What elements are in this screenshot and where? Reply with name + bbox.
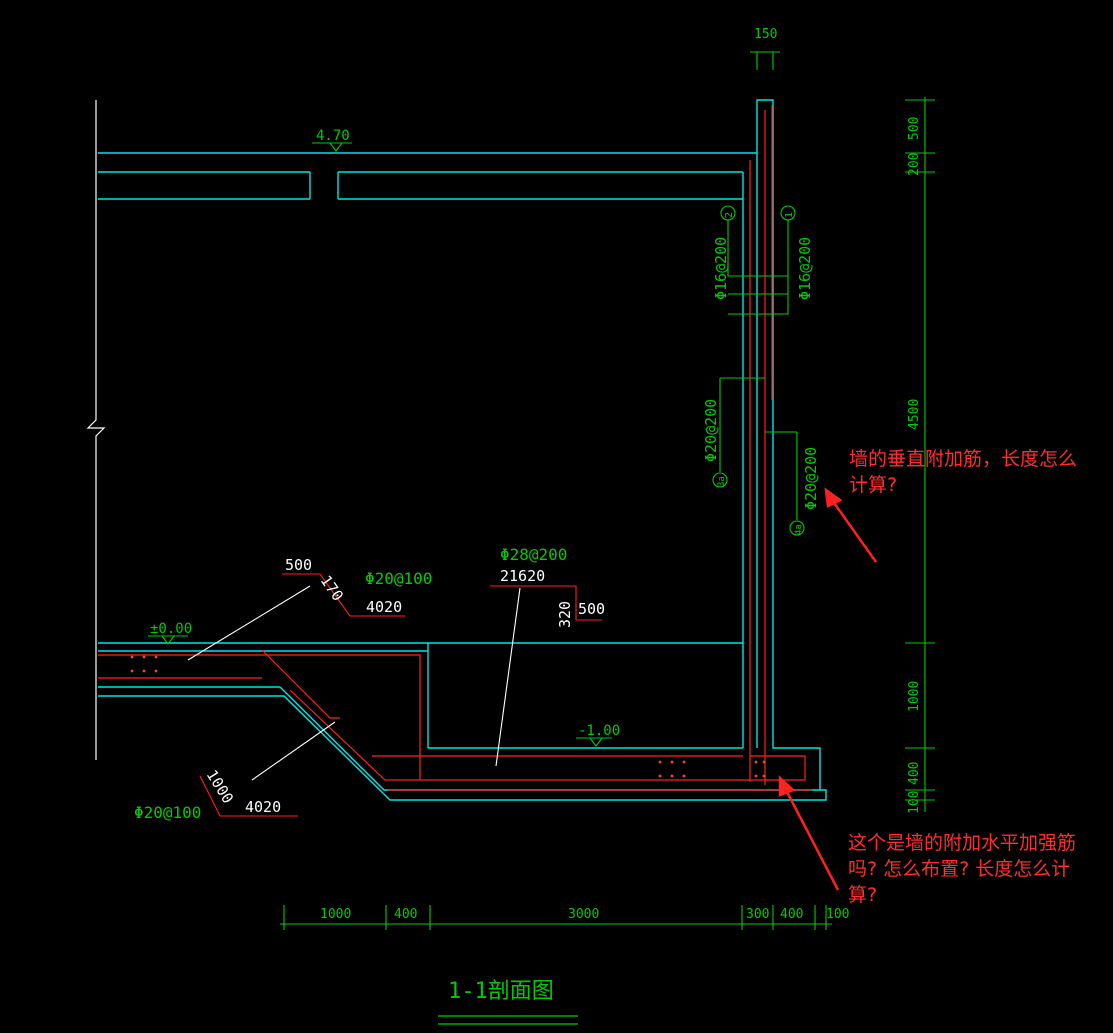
note-vertical-line-2: 计算?: [849, 474, 898, 496]
rebar-mark-4a: 4a: [794, 524, 804, 535]
rebar-lines: [98, 105, 812, 791]
floor-hook-b: 500: [578, 600, 605, 618]
rebar-wall-2: Φ16@200: [712, 237, 730, 300]
note-horizontal-line-3: 算?: [848, 884, 878, 906]
note-horizontal-line-1: 这个是墙的附加水平加强筋: [848, 832, 1077, 854]
rebar-shape-labels: 500 170 4020 21620 320 500 1000 4020: [203, 556, 605, 816]
bottom-dim-2: 3000: [568, 907, 599, 922]
drawing-title: 1-1剖面图: [448, 979, 554, 1004]
elevation-bottom: -1.00: [578, 723, 620, 739]
rebar-wall-4a: Φ20@200: [802, 447, 820, 510]
annotation-arrows: [778, 487, 878, 891]
slab-top-spec: Φ20@100: [365, 569, 432, 588]
right-dim-1: 200: [907, 153, 922, 176]
wall-rebar-callouts: [712, 205, 805, 536]
bottom-dim-4: 400: [780, 907, 803, 922]
rebar-mark-1: 1: [784, 212, 795, 218]
note-horizontal-line-2: 吗? 怎么布置? 长度怎么计: [848, 858, 1071, 880]
right-dimension-labels: 500 200 4500 1000 400 100: [907, 117, 922, 814]
note-vertical-rebar: 墙的垂直附加筋，长度怎么 计算?: [849, 446, 1077, 498]
rebar-mark-3a: 3a: [717, 476, 727, 487]
slope-a: 1000: [203, 767, 237, 807]
elevation-top: 4.70: [316, 128, 350, 144]
rebar-shape-diagrams: [199, 573, 602, 817]
right-dimension-line: [905, 97, 935, 812]
slope-spec: Φ20@100: [134, 803, 201, 822]
slab-top-b: 170: [317, 572, 347, 605]
wall-rebar-labels: Φ16@200 Φ16@200 Φ20@200 Φ20@200 2 1 3a 4…: [702, 212, 820, 535]
top-dimension-line: [750, 51, 780, 70]
right-dim-2: 4500: [907, 399, 922, 430]
slab-top-len: 4020: [366, 598, 402, 616]
right-dim-3: 1000: [907, 681, 922, 712]
slab-top-a: 500: [285, 556, 312, 574]
floor-spec: Φ28@200: [500, 545, 567, 564]
note-vertical-line-1: 墙的垂直附加筋，长度怎么: [849, 448, 1078, 470]
right-dim-4: 400: [907, 762, 922, 785]
bottom-dimension-line: [280, 905, 832, 930]
bottom-dim-0: 1000: [320, 907, 351, 922]
bottom-dim-3: 300: [746, 907, 769, 922]
bottom-dimension-labels: 1000 400 3000 300 400 100: [320, 907, 849, 922]
rebar-mark-2: 2: [724, 212, 735, 218]
floor-len: 21620: [500, 567, 545, 585]
top-dimension: 150: [754, 27, 777, 42]
break-line: [86, 100, 106, 760]
bottom-dim-1: 400: [394, 907, 417, 922]
concrete-outline: [98, 99, 827, 801]
elevation-ground: ±0.00: [150, 621, 192, 637]
outer-outline: [98, 99, 827, 801]
slope-len: 4020: [245, 798, 281, 816]
rebar-dots: [130, 655, 766, 778]
note-horizontal-rebar: 这个是墙的附加水平加强筋 吗? 怎么布置? 长度怎么计 算?: [848, 830, 1076, 908]
bottom-dim-5: 100: [826, 907, 849, 922]
rebar-spec-labels: Φ20@100 Φ28@200 Φ20@100: [134, 545, 567, 822]
right-dim-0: 500: [907, 117, 922, 140]
rebar-wall-1: Φ16@200: [796, 237, 814, 300]
rebar-wall-3a: Φ20@200: [702, 399, 720, 462]
title-underline: [438, 1015, 578, 1025]
elevation-markers: [148, 142, 612, 747]
leader-lines: [187, 585, 521, 781]
floor-hook-a: 320: [556, 601, 574, 628]
right-dim-5: 100: [907, 791, 922, 814]
